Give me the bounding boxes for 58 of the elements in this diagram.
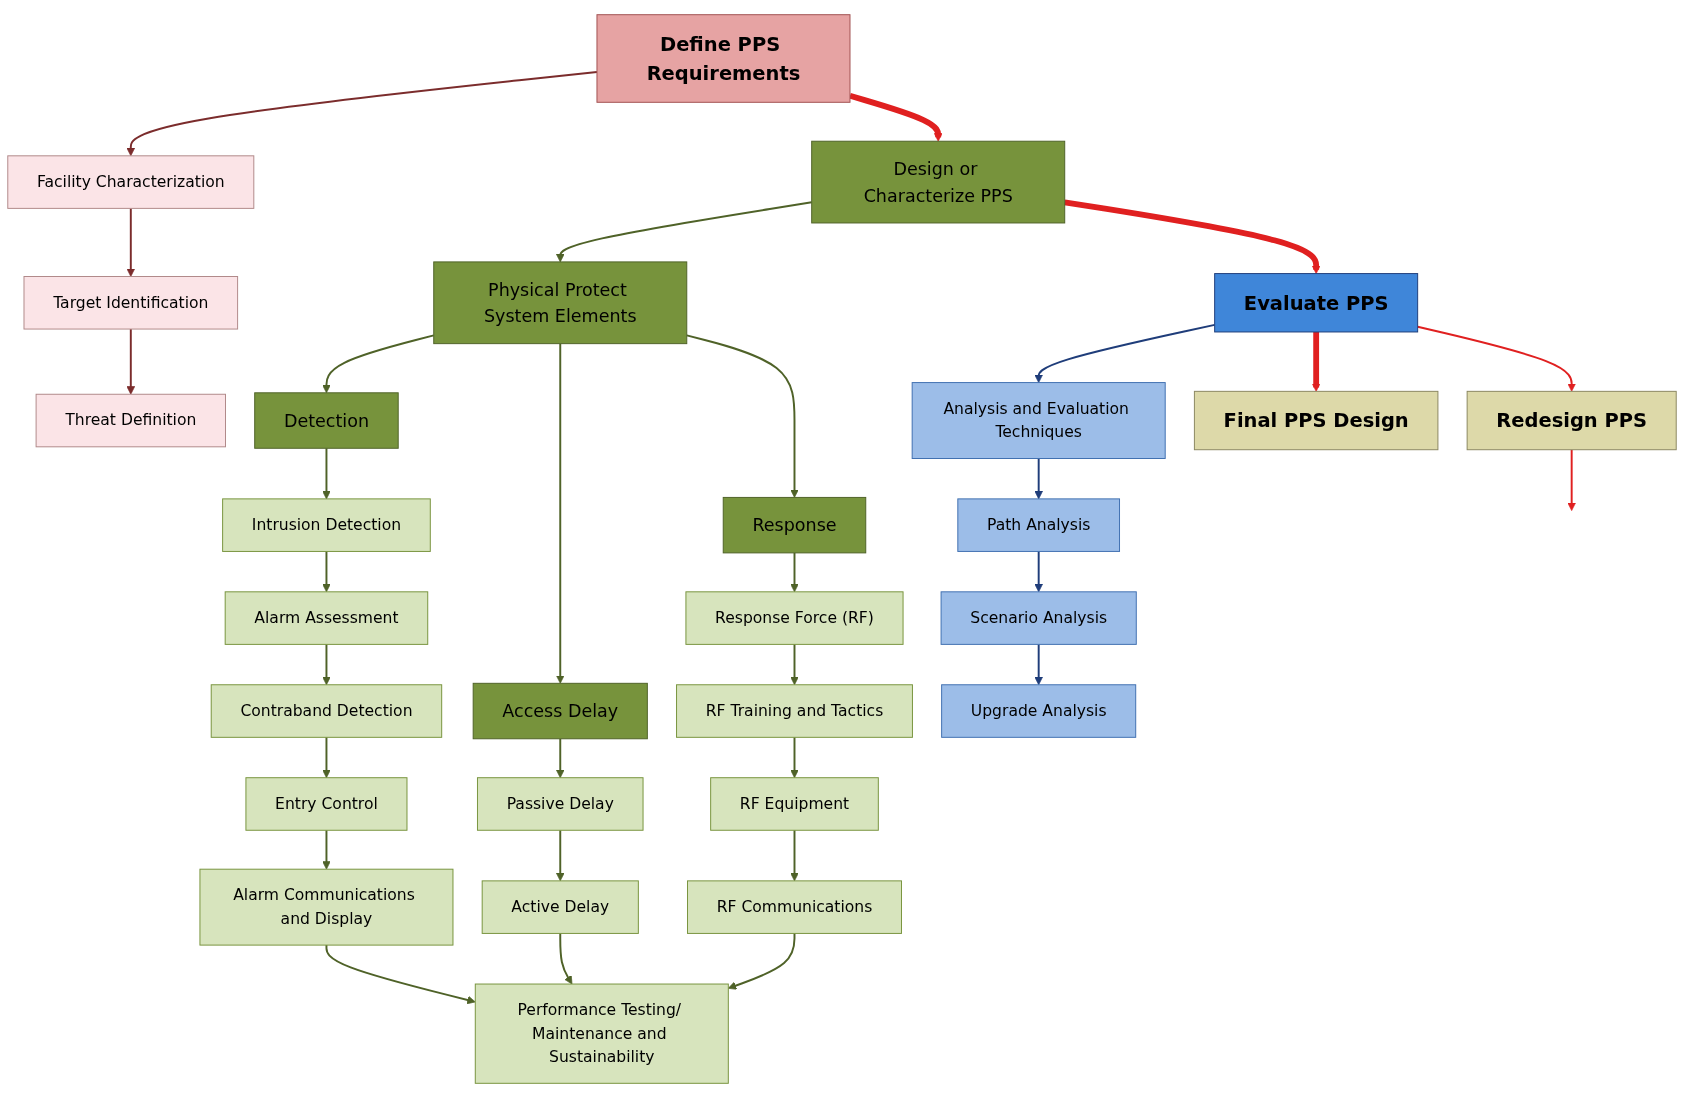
arrow	[1416, 325, 1576, 392]
arrow	[1034, 457, 1043, 500]
node-box: Response	[722, 496, 867, 554]
node-box: Response Force (RF)	[685, 591, 904, 645]
arrow	[790, 643, 799, 686]
node-box: Passive Delay	[476, 777, 644, 831]
node-box: Entry Control	[245, 777, 408, 831]
node-box: Redesign PPS	[1466, 390, 1677, 451]
node-box: RF Communications	[687, 880, 902, 934]
node-box: Contraband Detection	[210, 684, 443, 738]
arrow	[555, 737, 565, 779]
arrow	[322, 334, 435, 394]
node-box: Facility Characterization	[7, 155, 255, 209]
node-box: Detection	[254, 392, 399, 449]
arrow	[1064, 199, 1321, 274]
node-box: RF Training and Tactics	[676, 684, 913, 738]
arrow	[555, 829, 565, 882]
node-box: Path Analysis	[957, 498, 1120, 552]
node-box: Analysis and Evaluation Techniques	[911, 382, 1166, 459]
arrow	[727, 932, 796, 990]
node-box: Upgrade Analysis	[941, 684, 1137, 738]
node-box: Threat Definition	[35, 393, 226, 448]
node-box: Define PPS Requirements	[596, 14, 851, 103]
node-box: Design or Characterize PPS	[811, 140, 1066, 224]
node-box: Active Delay	[481, 880, 639, 934]
node-box: Access Delay	[472, 682, 648, 740]
node-box: Evaluate PPS	[1214, 273, 1419, 333]
arrow	[849, 92, 943, 142]
arrow	[322, 736, 331, 779]
arrow	[790, 829, 799, 882]
arrow	[322, 447, 331, 500]
arrow	[685, 334, 799, 498]
node-box: Intrusion Detection	[222, 498, 431, 552]
arrow	[555, 342, 565, 684]
arrow	[322, 550, 331, 593]
node-box: Scenario Analysis	[940, 591, 1137, 645]
node-box: Alarm Communications and Display	[199, 868, 454, 946]
arrow	[790, 551, 799, 593]
arrow	[559, 932, 573, 985]
node-box: Alarm Assessment	[224, 591, 429, 645]
node-box: Final PPS Design	[1193, 390, 1439, 451]
arrow	[1034, 550, 1043, 593]
node-box: Target Identification	[23, 276, 239, 330]
arrow	[126, 328, 136, 395]
arrow	[126, 71, 598, 157]
arrow	[322, 643, 331, 686]
node-box: RF Equipment	[710, 777, 879, 831]
arrow	[1567, 448, 1576, 511]
node-box: Physical Protect System Elements	[433, 261, 688, 345]
arrow	[555, 201, 813, 263]
arrow	[1034, 643, 1043, 686]
arrow	[790, 736, 799, 779]
arrow	[325, 944, 476, 1005]
arrow	[1034, 323, 1216, 383]
arrow	[322, 829, 331, 870]
arrow	[1311, 331, 1321, 392]
arrow	[126, 207, 136, 277]
node-box: Performance Testing/ Maintenance and Sustainability	[474, 983, 729, 1084]
